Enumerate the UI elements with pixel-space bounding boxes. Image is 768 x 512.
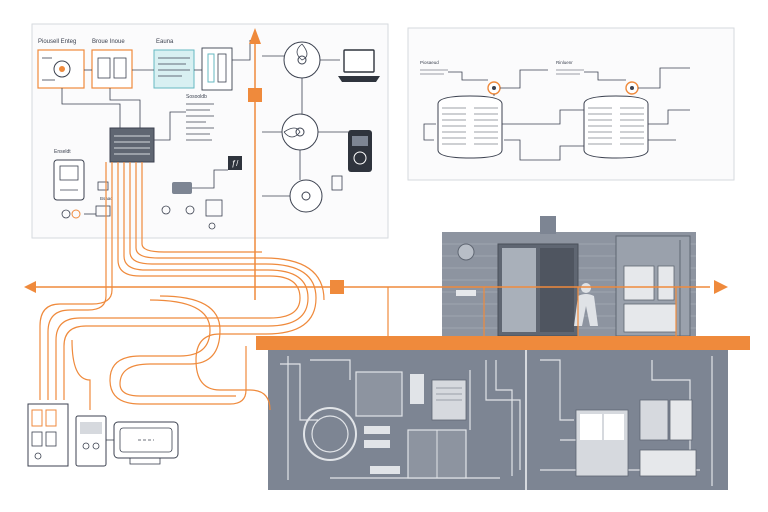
right-panel-label-1: Piosaeud — [420, 60, 439, 65]
arrow-right-icon — [714, 280, 728, 294]
tank-icon-1 — [437, 81, 503, 159]
storage-unit — [639, 449, 697, 477]
relay-module-icon — [91, 49, 133, 89]
arrow-up-icon — [249, 28, 261, 44]
sensor-module-icon — [37, 49, 85, 89]
breaker-panel-icon — [27, 403, 69, 467]
fan-icon-3 — [289, 179, 323, 213]
bus-node — [330, 280, 344, 294]
right-panel-notes — [420, 69, 584, 75]
control-board-icon — [201, 47, 233, 91]
fan-icon-2 — [281, 113, 319, 151]
floor-slab — [256, 336, 750, 350]
side-label-2: Bsaac — [100, 196, 113, 201]
chimney — [540, 216, 556, 234]
cabinet-icon — [623, 303, 677, 333]
sensor-node-icon — [161, 182, 223, 230]
riser-node — [248, 88, 262, 102]
arrow-left-icon — [24, 281, 36, 293]
tank-piping — [423, 67, 690, 161]
tank-icon-2 — [583, 81, 649, 159]
person-icon — [574, 283, 598, 326]
cable-bundle — [39, 162, 325, 411]
appliance-icon — [623, 265, 655, 301]
thermostat-icon — [53, 159, 85, 201]
top-left-panel: Piousell Enteg Broue Inoue Eauna — [31, 23, 389, 239]
fan-icon-1 — [283, 41, 321, 79]
panel-label-2: Broue Inoue — [92, 39, 125, 45]
text-list — [186, 103, 214, 141]
basement — [268, 350, 728, 490]
top-right-panel: Piosaeud Rinluenr — [407, 27, 735, 181]
panel-unit — [639, 399, 669, 441]
side-label-1: Enseldt — [54, 149, 71, 155]
junction-box — [109, 127, 155, 163]
sub-label: Sosooldb — [186, 94, 207, 100]
laptop-icon — [338, 49, 380, 82]
panel-label-1: Piousell Enteg — [38, 39, 76, 45]
heater-unit — [355, 371, 403, 417]
panel-label-3: Eauna — [156, 39, 174, 45]
display-icon: ƒ/ — [228, 156, 242, 170]
hvac-unit-icon — [113, 421, 179, 465]
mini-fan-icon — [61, 209, 81, 219]
info-card — [153, 49, 195, 89]
controller-box-icon — [75, 415, 107, 467]
house — [442, 216, 696, 338]
right-panel-label-2: Rinluenr — [556, 60, 573, 65]
controller-icon — [348, 130, 372, 172]
main-bus — [24, 28, 728, 336]
display-glyph: ƒ/ — [232, 159, 239, 168]
boiler-icon — [303, 407, 357, 461]
filter-icon — [410, 374, 424, 404]
vent-icon — [457, 243, 475, 261]
